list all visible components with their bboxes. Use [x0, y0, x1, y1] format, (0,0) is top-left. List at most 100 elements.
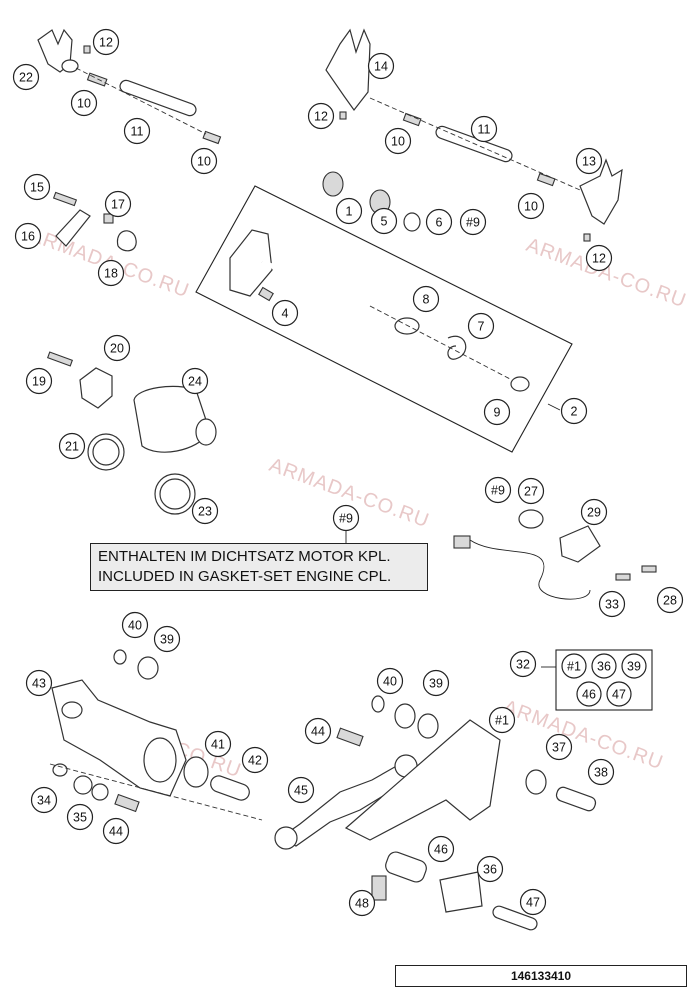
- callout-circle: [97, 259, 125, 287]
- callout-circle: [102, 817, 130, 845]
- kit-item-label: 39: [627, 660, 641, 674]
- gear-position-sensor-29: [559, 525, 601, 563]
- callout-c9c: #9: [332, 504, 360, 532]
- callout-circle: [287, 776, 315, 804]
- callout-circle: [422, 669, 450, 697]
- callout-circle: [517, 192, 545, 220]
- callout-c10b: 10: [190, 147, 218, 175]
- callout-c18: 18: [97, 259, 125, 287]
- kit-32-item: 47: [606, 681, 632, 707]
- callout-label: 15: [30, 181, 44, 195]
- washer-34: [52, 763, 68, 777]
- callout-label: 40: [383, 675, 397, 689]
- gasket-set-note: ENTHALTEN IM DICHTSATZ MOTOR KPL. INCLUD…: [90, 543, 428, 591]
- shift-fork-left-group: [37, 28, 222, 145]
- shift-pedal: [344, 719, 501, 841]
- callout-c33: 33: [598, 590, 626, 618]
- callout-circle: [483, 398, 511, 426]
- leader-lines: [345, 403, 561, 668]
- callout-c43: 43: [25, 669, 53, 697]
- callout-c34: 34: [30, 786, 58, 814]
- roller-17: [103, 213, 114, 224]
- callout-c35: 35: [66, 803, 94, 831]
- callout-c40b: 40: [376, 667, 404, 695]
- callout-circle: [181, 367, 209, 395]
- kit-item-circle: [606, 681, 632, 707]
- spring-7: [447, 335, 467, 360]
- kit-item-label: 36: [597, 660, 611, 674]
- shift-shaft-assembly: [229, 171, 530, 392]
- callout-c5: 5: [370, 207, 398, 235]
- callout-c12c: 12: [585, 244, 613, 272]
- callout-label: 14: [374, 60, 388, 74]
- callout-circle: [545, 733, 573, 761]
- callout-label: 9: [494, 406, 501, 420]
- callout-label: 10: [391, 135, 405, 149]
- callout-circle: [153, 625, 181, 653]
- callout-c45: 45: [287, 776, 315, 804]
- callout-label: 5: [381, 215, 388, 229]
- washer-33: [615, 573, 631, 581]
- washer-35: [73, 775, 93, 795]
- bearing-1: [322, 171, 344, 197]
- screw-47: [492, 905, 538, 931]
- callout-circle: [241, 746, 269, 774]
- bolt-38: [555, 786, 597, 812]
- callout-label: 2: [571, 405, 578, 419]
- kit-32-item: #1: [561, 653, 587, 679]
- callout-circle: [335, 197, 363, 225]
- callout-c20: 20: [103, 334, 131, 362]
- shift-drum-end: [195, 418, 217, 446]
- callout-c13: 13: [575, 147, 603, 175]
- callout-circle: [656, 586, 684, 614]
- callout-circle: [598, 590, 626, 618]
- callout-circle: [304, 717, 332, 745]
- callout-c46: 46: [427, 835, 455, 863]
- callout-label: 19: [32, 375, 46, 389]
- washer-37: [525, 769, 547, 795]
- callout-c10a: 10: [70, 89, 98, 117]
- callout-circle: [204, 730, 232, 758]
- callout-circle: [25, 367, 53, 395]
- callout-circle: [271, 299, 299, 327]
- callout-circle: [191, 497, 219, 525]
- callout-circle: [587, 758, 615, 786]
- callout-circle: [517, 477, 545, 505]
- sensor-cable: [469, 539, 591, 600]
- callout-label: 18: [104, 267, 118, 281]
- callout-c27: 27: [517, 477, 545, 505]
- callout-c29: 29: [580, 498, 608, 526]
- bushing-46: [385, 851, 427, 883]
- spring-10-d: [536, 172, 556, 187]
- kit-32-items: #1 36 39 46 47: [561, 653, 647, 707]
- drawing-number-box: 146133410: [395, 965, 687, 987]
- washer-40-a: [113, 649, 127, 665]
- callout-c15: 15: [23, 173, 51, 201]
- callout-c36: 36: [476, 855, 504, 883]
- callout-label: 35: [73, 811, 87, 825]
- callout-label: 6: [436, 216, 443, 230]
- kit-item-label: #1: [567, 660, 581, 674]
- callout-c39a: 39: [153, 625, 181, 653]
- shaft-11-a: [119, 79, 197, 117]
- callout-c28: 28: [656, 586, 684, 614]
- callout-circle: [427, 835, 455, 863]
- kit-32-item: 39: [621, 653, 647, 679]
- callout-c1b: #1: [488, 706, 516, 734]
- callout-c37: 37: [545, 733, 573, 761]
- callout-label: #9: [466, 216, 480, 230]
- callout-label: 22: [19, 71, 33, 85]
- callout-c16: 16: [14, 222, 42, 250]
- callout-circle: [488, 706, 516, 734]
- kit-item-circle: [591, 653, 617, 679]
- callout-circle: [509, 650, 537, 678]
- callout-circle: [425, 208, 453, 236]
- callout-circle: [459, 208, 487, 236]
- callout-label: 8: [423, 293, 430, 307]
- callout-label: 10: [524, 200, 538, 214]
- detent-lever-group: [52, 191, 137, 252]
- shift-fork-22: [37, 28, 73, 73]
- callout-label: 11: [131, 125, 144, 139]
- callout-c7: 7: [467, 312, 495, 340]
- kit-item-label: 46: [582, 688, 596, 702]
